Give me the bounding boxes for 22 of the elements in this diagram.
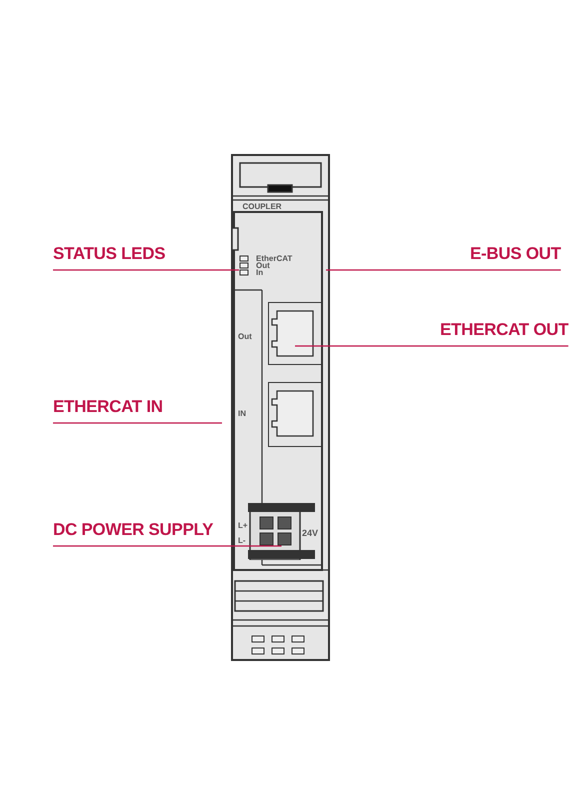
led-label: EtherCAT xyxy=(256,254,292,263)
rj45-port xyxy=(268,302,322,365)
leader-line xyxy=(53,269,239,271)
led-label: In xyxy=(256,268,264,277)
callout-label: E-BUS OUT xyxy=(470,244,561,264)
terminal-label: L+ xyxy=(238,521,248,530)
callout-label: STATUS LEDS xyxy=(53,244,166,264)
module-title: COUPLER xyxy=(242,202,282,211)
terminal-label: L- xyxy=(238,536,246,545)
callout-label: ETHERCAT OUT xyxy=(440,320,568,340)
callout-label: DC POWER SUPPLY xyxy=(53,520,214,540)
callout-label: ETHERCAT IN xyxy=(53,397,163,417)
rj45-port xyxy=(268,382,322,447)
leader-line xyxy=(295,345,568,347)
terminal-label: 24V xyxy=(302,529,318,538)
leader-line xyxy=(53,545,282,547)
port-label: IN xyxy=(238,409,246,418)
leader-line xyxy=(326,269,561,271)
port-label: Out xyxy=(238,332,252,341)
leader-line xyxy=(53,422,222,424)
status-led-group xyxy=(239,255,249,276)
led-label: Out xyxy=(256,261,270,270)
